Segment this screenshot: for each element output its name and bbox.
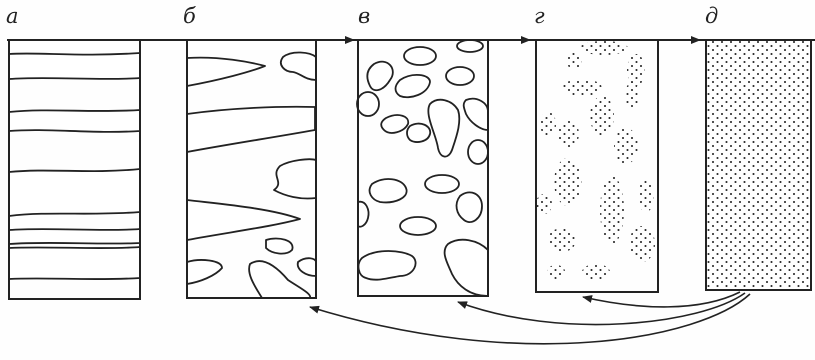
arrowhead-icon xyxy=(310,294,750,344)
arrowhead-icon xyxy=(583,292,740,307)
panel-d xyxy=(706,40,811,290)
panel-v xyxy=(357,40,488,296)
panel-d-frame xyxy=(706,40,811,290)
panel-g xyxy=(536,40,658,292)
return-arrows xyxy=(310,292,750,344)
panel-b xyxy=(187,40,316,298)
panel-a xyxy=(9,40,140,299)
